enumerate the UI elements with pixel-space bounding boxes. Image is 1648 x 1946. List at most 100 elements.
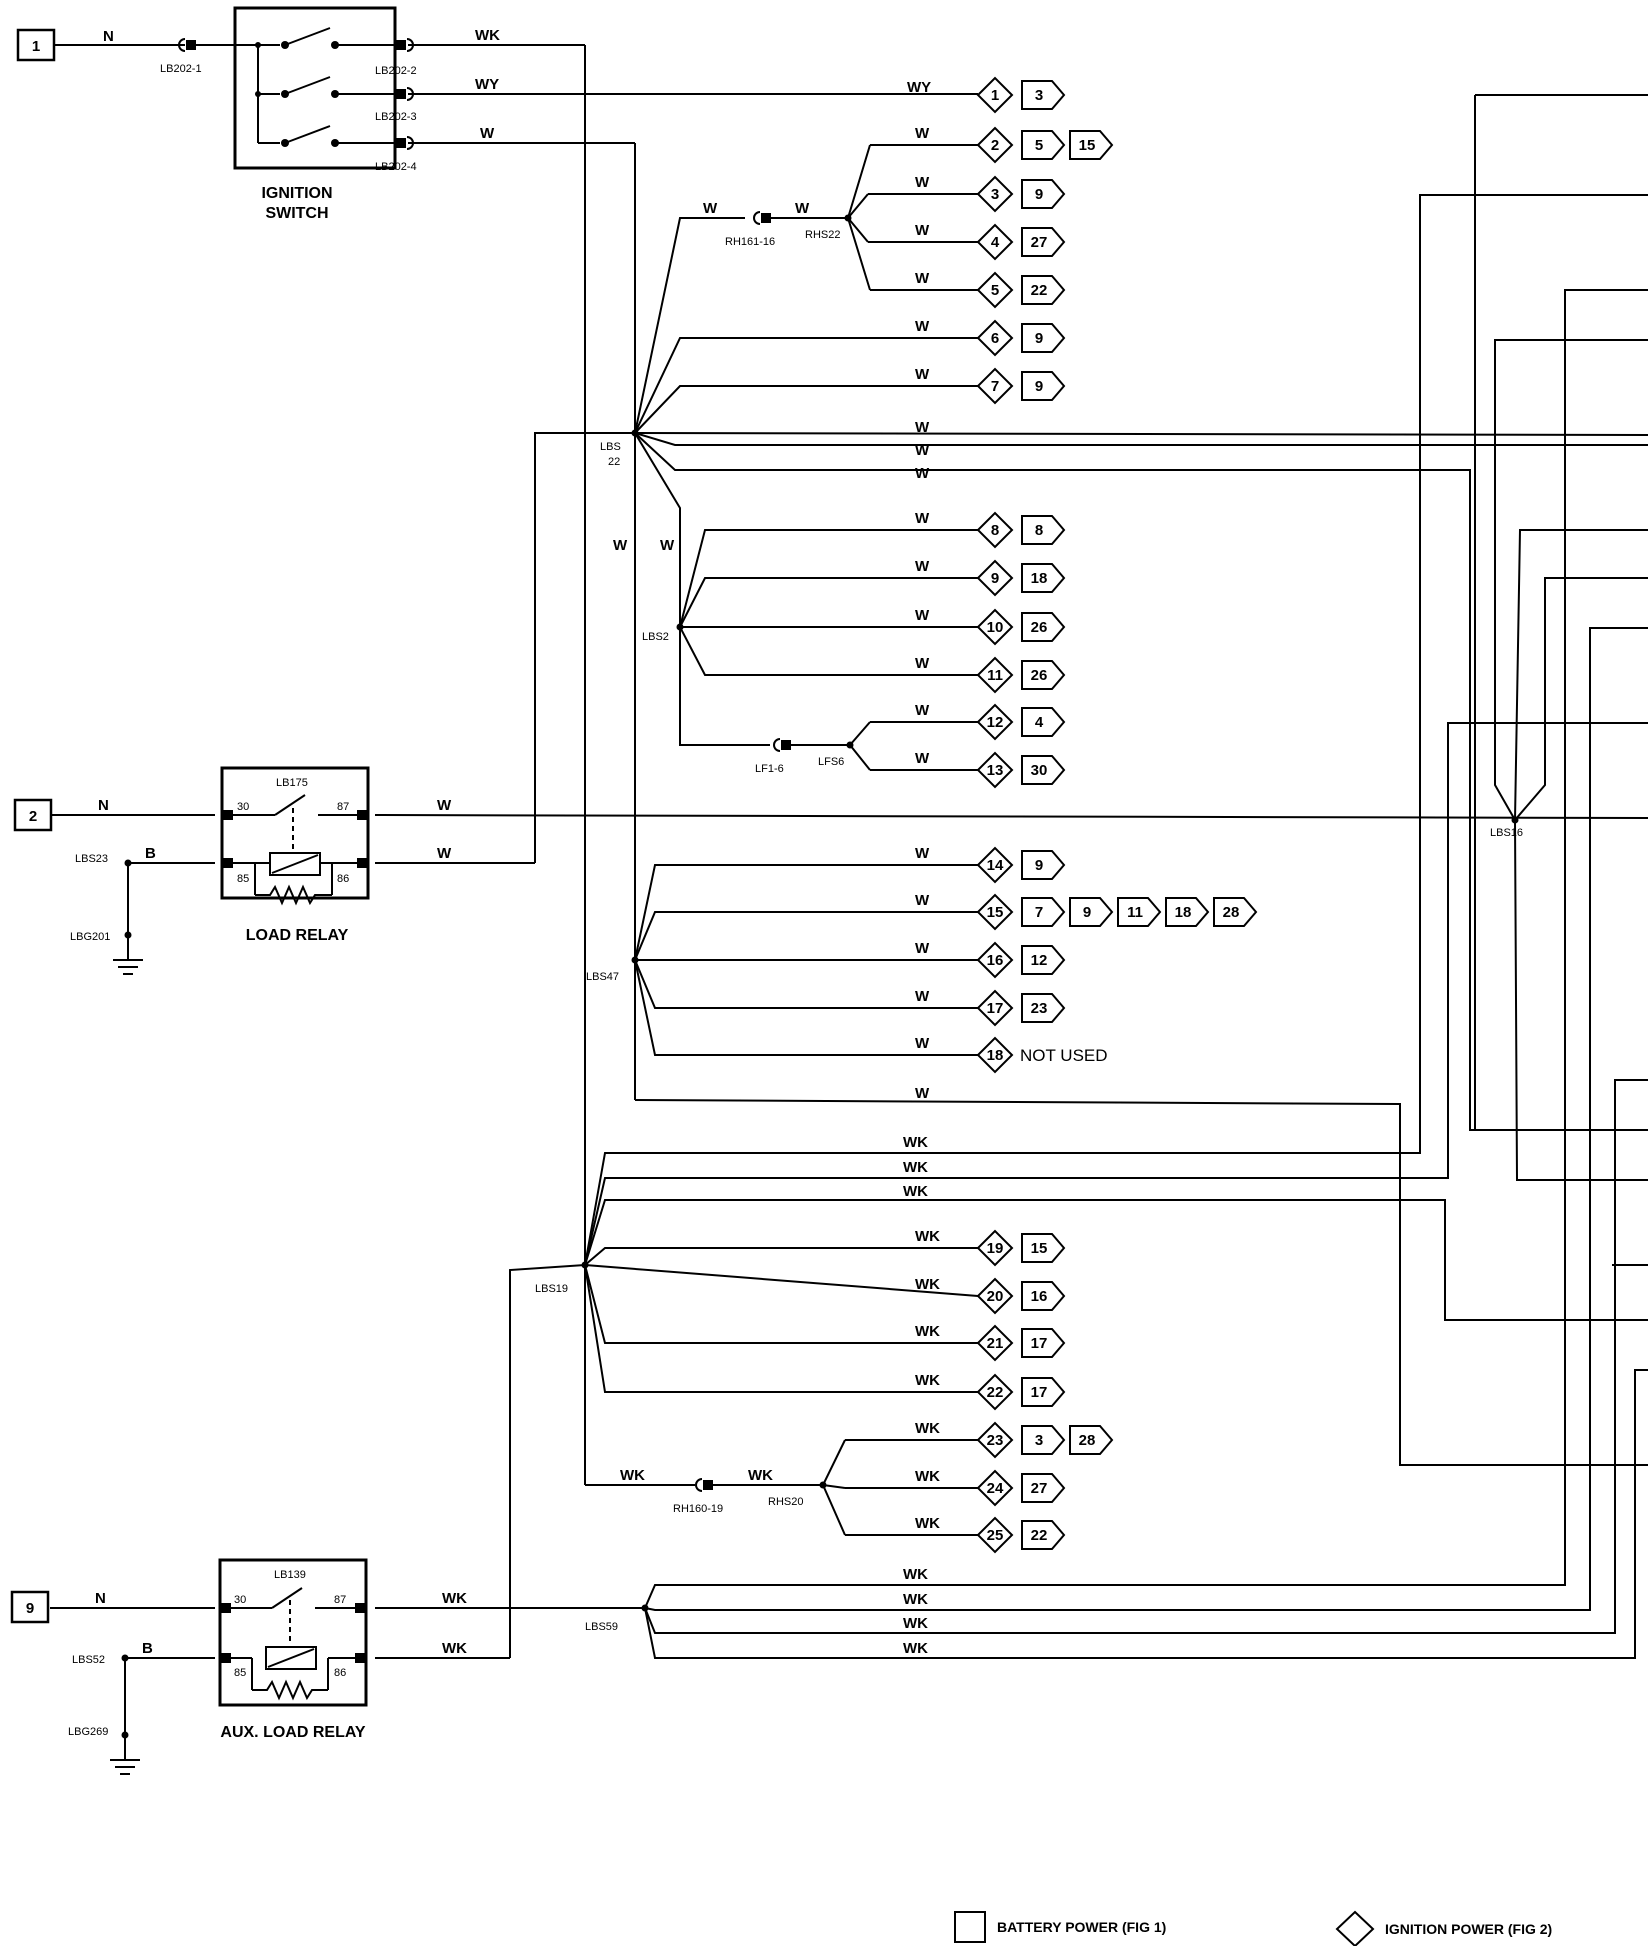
battery-power-target — [1213, 897, 1258, 927]
aux-pin-30: 30 — [234, 1594, 246, 1606]
battery-power-target — [1021, 1233, 1066, 1263]
battery-power-target — [1021, 755, 1066, 785]
battery-power-target — [1117, 897, 1162, 927]
splice-dot — [121, 1731, 129, 1739]
battery-power-target — [1021, 1377, 1066, 1407]
ignition-switch: IGNITION SWITCH — [233, 6, 397, 222]
wire-label-wy: WY — [475, 76, 499, 93]
lbg269-label: LBG269 — [68, 1726, 108, 1738]
wire-label-wk-rhs20: WK — [748, 1467, 773, 1484]
battery-power-target — [1021, 80, 1066, 110]
legend-battery: BATTERY POWER (FIG 1) — [997, 1919, 1166, 1935]
wire-label-wy-2: WY — [907, 79, 931, 96]
target-figure-number: 9 — [1083, 904, 1091, 921]
output-wire-label: W — [915, 892, 930, 909]
power-source-9-wire: N — [95, 1590, 106, 1607]
target-figure-number: 15 — [1079, 137, 1096, 154]
ignition-power-diamond — [976, 1516, 1014, 1554]
ignition-power-diamond — [976, 559, 1014, 597]
ignition-power-diamond — [976, 511, 1014, 549]
splice-dot — [819, 1481, 827, 1489]
ignition-power-diamond — [976, 656, 1014, 694]
power-source-1-wire: N — [103, 28, 114, 45]
ignition-power-diamond — [976, 608, 1014, 646]
legend-ignition: IGNITION POWER (FIG 2) — [1385, 1921, 1552, 1937]
splice-dot — [631, 429, 639, 437]
output-wire-label: W — [915, 174, 930, 191]
connector-symbols — [178, 38, 791, 1663]
ignition-output-id: 8 — [991, 522, 999, 539]
wire-label-w-a: W — [915, 419, 930, 436]
output-wire-label: W — [915, 1035, 930, 1052]
battery-power-target — [1021, 945, 1066, 975]
battery-power-target — [1069, 897, 1114, 927]
battery-power-target — [1021, 612, 1066, 642]
splice-dot — [581, 1261, 589, 1269]
ignition-output-id: 5 — [991, 282, 999, 299]
ignition-output-11: W 11 26 — [915, 655, 1066, 694]
wire-label-wk-e: WK — [903, 1591, 928, 1608]
battery-power-target — [1021, 130, 1066, 160]
ignition-power-diamond — [976, 175, 1014, 213]
ignition-output-id: 19 — [987, 1240, 1004, 1257]
battery-power-target — [1021, 1281, 1066, 1311]
target-figure-number: 22 — [1031, 282, 1048, 299]
ignition-output-id: 6 — [991, 330, 999, 347]
target-figure-number: 27 — [1031, 1480, 1048, 1497]
splice-dot — [641, 1604, 649, 1612]
battery-power-target — [1021, 897, 1066, 927]
lf1-6-label: LF1-6 — [755, 763, 784, 775]
ignition-output-id: 3 — [991, 186, 999, 203]
battery-power-target — [1021, 1473, 1066, 1503]
battery-power-target — [1021, 1425, 1066, 1455]
ignition-output-id: 13 — [987, 762, 1004, 779]
output-wire-label: W — [915, 222, 930, 239]
ignition-output-id: 2 — [991, 137, 999, 154]
ignition-output-id: 12 — [987, 714, 1004, 731]
power-source-2-num: 2 — [29, 808, 37, 825]
output-wire-label: W — [915, 655, 930, 672]
wire-label-w-e: W — [660, 537, 675, 554]
pin-87: 87 — [337, 801, 349, 813]
splice-dot — [676, 623, 684, 631]
ignition-power-diamond — [976, 1229, 1014, 1267]
output-wire-label: WK — [915, 1515, 940, 1532]
aux-pin-87: 87 — [334, 1594, 346, 1606]
lbg201-label: LBG201 — [70, 931, 110, 943]
battery-power-target — [1021, 993, 1066, 1023]
ignition-output-id: 22 — [987, 1384, 1004, 1401]
target-figure-number: 30 — [1031, 762, 1048, 779]
ignition-power-diamond — [976, 1373, 1014, 1411]
output-wire-label: W — [915, 845, 930, 862]
ignition-power-diamond — [976, 1421, 1014, 1459]
wire-label-b-relay: B — [145, 845, 156, 862]
wire-label-wk-g: WK — [903, 1640, 928, 1657]
lbs19-label: LBS19 — [535, 1283, 568, 1295]
pin-85: 85 — [237, 873, 249, 885]
ignition-output-id: 21 — [987, 1335, 1004, 1352]
target-figure-number: 26 — [1031, 667, 1048, 684]
wire-label-b-aux: B — [142, 1640, 153, 1657]
ignition-output-id: 25 — [987, 1527, 1004, 1544]
target-figure-number: 9 — [1035, 330, 1043, 347]
target-figure-number: 9 — [1035, 378, 1043, 395]
target-figure-number: 12 — [1031, 952, 1048, 969]
ignition-output-id: 11 — [987, 667, 1003, 684]
target-figure-number: 16 — [1031, 1288, 1048, 1305]
aux-load-relay-id: LB139 — [274, 1569, 306, 1581]
ignition-output-id: 18 — [987, 1047, 1004, 1064]
ignition-power-diamond — [976, 1324, 1014, 1362]
target-figure-number: 28 — [1223, 904, 1240, 921]
lb202-2-label: LB202-2 — [375, 65, 417, 77]
lbs52-label: LBS52 — [72, 1654, 105, 1666]
